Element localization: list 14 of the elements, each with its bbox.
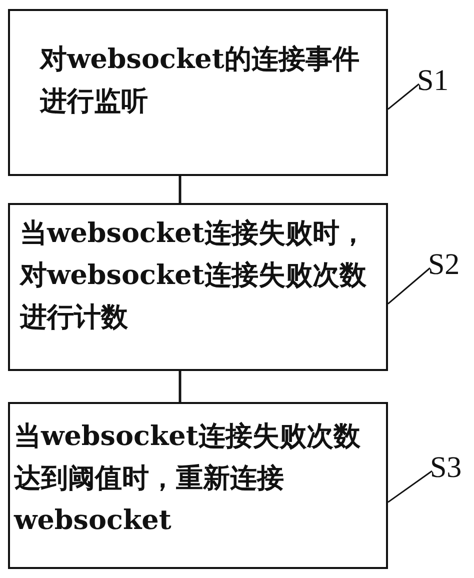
leader-line [388, 267, 430, 304]
process-box [8, 402, 388, 569]
process-box [8, 9, 388, 176]
step-text: 当websocket连接失败时，对websocket连接失败次数进行计数 [20, 217, 368, 335]
step-label: S3 [430, 453, 462, 483]
step-text: 当websocket连接失败次数达到阈值时，重新连接websocket [14, 420, 362, 538]
process-box [8, 203, 388, 371]
step-text: 对websocket的连接事件进行监听 [40, 43, 360, 119]
connector-line [178, 176, 182, 203]
connector-line [178, 371, 182, 402]
step-label: S2 [428, 250, 460, 280]
leader-line [388, 83, 420, 110]
step-label: S1 [417, 66, 449, 96]
leader-line [388, 470, 432, 503]
